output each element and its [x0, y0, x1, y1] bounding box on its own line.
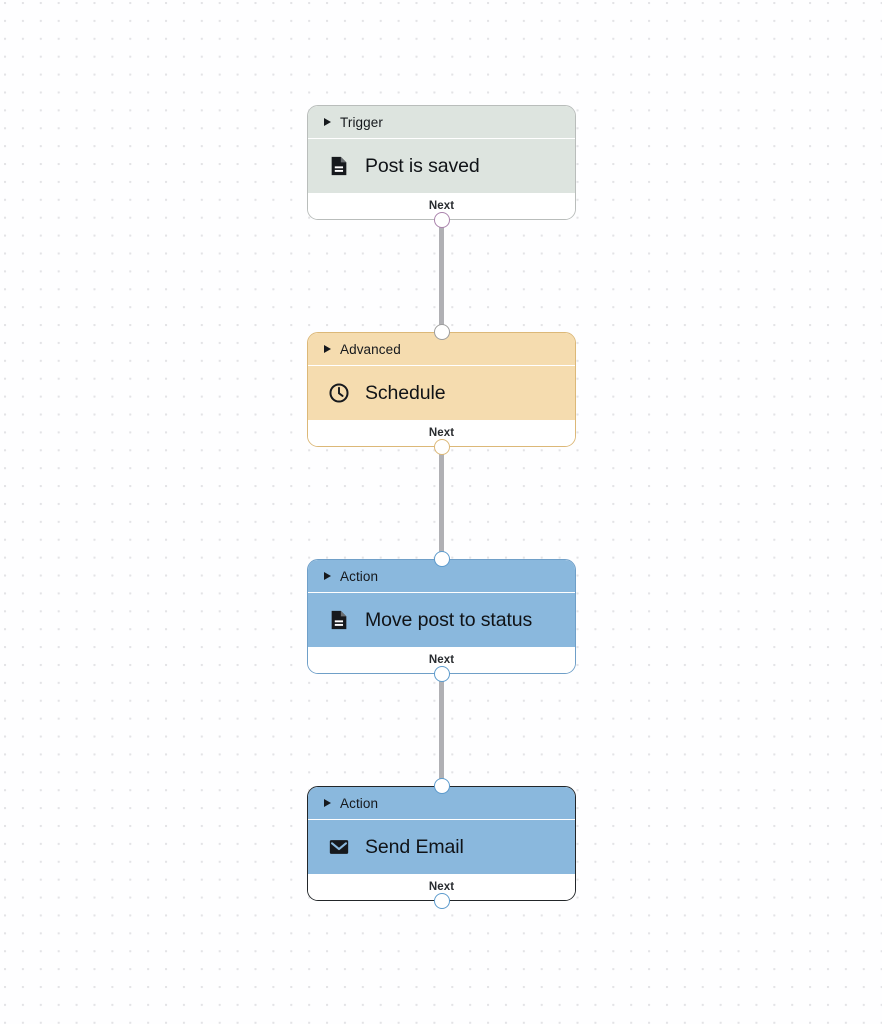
node-divider [308, 819, 575, 820]
node-input-port-advanced[interactable] [433, 324, 450, 340]
node-title: Post is saved [365, 154, 480, 177]
node-title: Schedule [365, 381, 446, 404]
node-divider [308, 365, 575, 366]
workflow-node-action-send-email[interactable]: Action Send Email Next [307, 786, 576, 901]
node-divider [308, 592, 575, 593]
workflow-link-trigger-advanced[interactable] [307, 220, 576, 332]
workflow-link-action-email[interactable] [307, 674, 576, 786]
node-output-port-action-move-post[interactable] [433, 666, 450, 682]
link-line [439, 447, 444, 559]
node-output-port-advanced[interactable] [433, 439, 450, 455]
node-input-port-action-send-email[interactable] [433, 778, 450, 794]
workflow-link-advanced-action[interactable] [307, 447, 576, 559]
node-category-label: Advanced [340, 341, 401, 357]
node-category-label: Action [340, 795, 379, 811]
disclosure-triangle-icon[interactable] [324, 799, 331, 807]
node-body-advanced[interactable]: Schedule [308, 366, 575, 420]
link-line [439, 674, 444, 786]
workflow-node-trigger[interactable]: Trigger Post is saved Next [307, 105, 576, 220]
envelope-icon [329, 840, 349, 854]
document-icon [331, 610, 347, 630]
node-title: Send Email [365, 835, 464, 858]
node-output-port-action-send-email[interactable] [433, 893, 450, 909]
node-slot-advanced: Advanced Schedule Next [307, 324, 576, 455]
clock-icon [329, 383, 349, 403]
node-divider [308, 138, 575, 139]
node-header-trigger[interactable]: Trigger [308, 106, 575, 138]
link-line [439, 220, 444, 332]
disclosure-triangle-icon[interactable] [324, 572, 331, 580]
node-title: Move post to status [365, 608, 533, 631]
node-input-port-action-move-post[interactable] [433, 551, 450, 567]
node-body-action-move-post[interactable]: Move post to status [308, 593, 575, 647]
workflow-flow: Trigger Post is saved Next [307, 105, 576, 909]
node-body-action-send-email[interactable]: Send Email [308, 820, 575, 874]
workflow-node-action-move-post[interactable]: Action Move post to status Next [307, 559, 576, 674]
document-icon [331, 156, 347, 176]
node-output-port-trigger[interactable] [433, 212, 450, 228]
node-category-label: Trigger [340, 114, 383, 130]
node-slot-action-move-post: Action Move post to status Next [307, 551, 576, 682]
disclosure-triangle-icon[interactable] [324, 345, 331, 353]
node-slot-trigger: Trigger Post is saved Next [307, 105, 576, 228]
node-body-trigger[interactable]: Post is saved [308, 139, 575, 193]
disclosure-triangle-icon[interactable] [324, 118, 331, 126]
workflow-node-advanced[interactable]: Advanced Schedule Next [307, 332, 576, 447]
node-slot-action-send-email: Action Send Email Next [307, 778, 576, 909]
node-category-label: Action [340, 568, 379, 584]
